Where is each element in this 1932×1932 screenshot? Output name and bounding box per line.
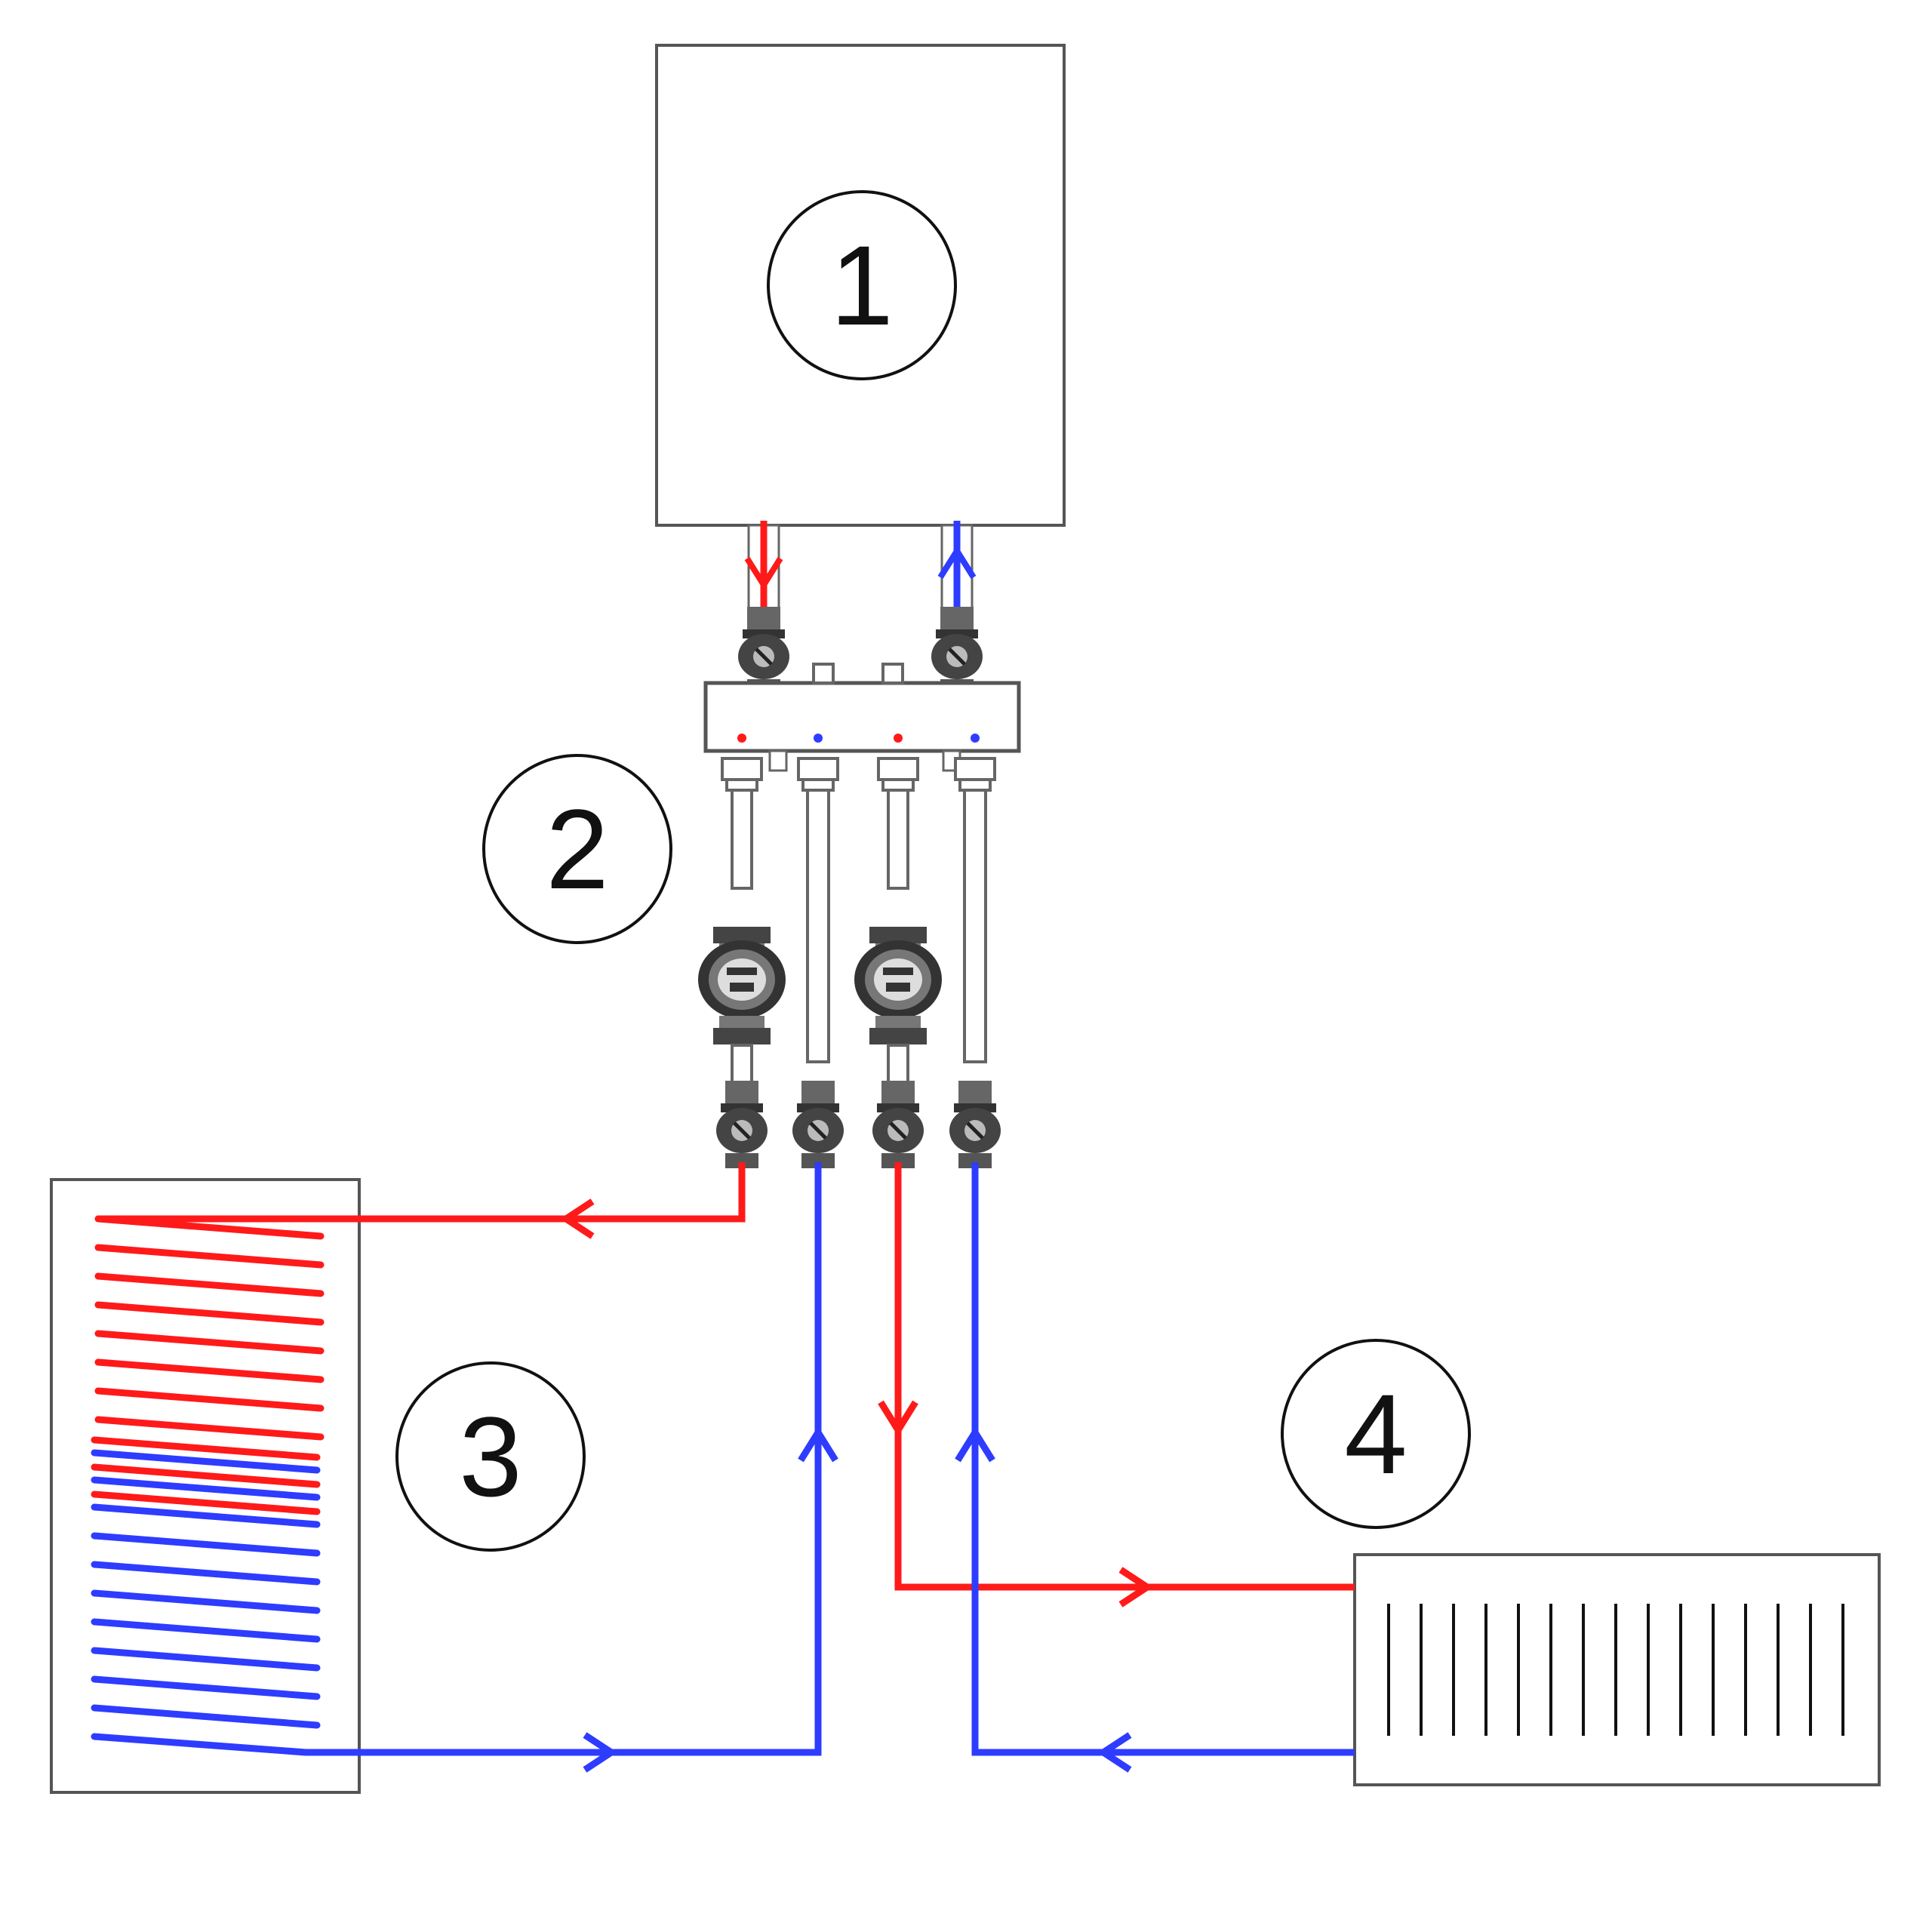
flow-arrow-icon — [955, 1426, 995, 1463]
radiator-fins — [1387, 1604, 1844, 1736]
branch-hot-water-heater — [698, 757, 786, 1168]
boiler-return-pipe — [937, 521, 977, 617]
hot-port-marker — [894, 734, 903, 743]
flow-arrow-icon — [937, 545, 977, 580]
manifold-number: 2 — [546, 786, 608, 912]
flow-arrow-icon — [583, 1732, 618, 1773]
radiator — [1353, 1553, 1881, 1786]
manifold — [703, 663, 1021, 772]
ball-valve-icon — [792, 1081, 844, 1168]
boiler-label: 1 — [767, 190, 957, 380]
manifold-label: 2 — [482, 754, 672, 944]
flow-arrow-icon — [1118, 1567, 1154, 1607]
radiator-number: 4 — [1344, 1371, 1407, 1497]
ball-valve-icon — [949, 1081, 1001, 1168]
flow-arrow-icon — [559, 1198, 595, 1239]
circulation-pump-icon — [698, 927, 786, 1044]
boiler-supply-pipe — [744, 521, 783, 617]
radiator-label: 4 — [1281, 1339, 1471, 1529]
flow-arrow-icon — [798, 1426, 838, 1463]
water-heater-number: 3 — [459, 1393, 521, 1520]
flow-arrow-icon — [878, 1400, 918, 1437]
ball-valve-icon — [872, 1081, 924, 1168]
boiler-number: 1 — [830, 222, 893, 349]
manifold-body — [703, 681, 1021, 753]
pipe-hot-to-water-heater — [98, 1162, 746, 1239]
branch-cold-water-heater — [792, 757, 844, 1168]
cold-port-marker — [971, 734, 980, 743]
hot-port-marker — [737, 734, 746, 743]
branch-hot-radiator — [854, 757, 942, 1168]
pipe-hot-to-radiator — [878, 1162, 1355, 1607]
circulation-pump-icon — [854, 927, 942, 1044]
pipe-cold-from-water-heater — [306, 1162, 838, 1773]
cold-port-marker — [814, 734, 823, 743]
heater-coil — [91, 1215, 325, 1756]
water-heater — [50, 1178, 361, 1794]
ball-valve-icon — [716, 1081, 768, 1168]
pipe-cold-from-radiator — [955, 1162, 1355, 1773]
branch-cold-radiator — [949, 757, 1001, 1168]
flow-arrow-icon — [1097, 1732, 1132, 1773]
flow-arrow-icon — [744, 556, 783, 591]
water-heater-label: 3 — [395, 1361, 586, 1552]
